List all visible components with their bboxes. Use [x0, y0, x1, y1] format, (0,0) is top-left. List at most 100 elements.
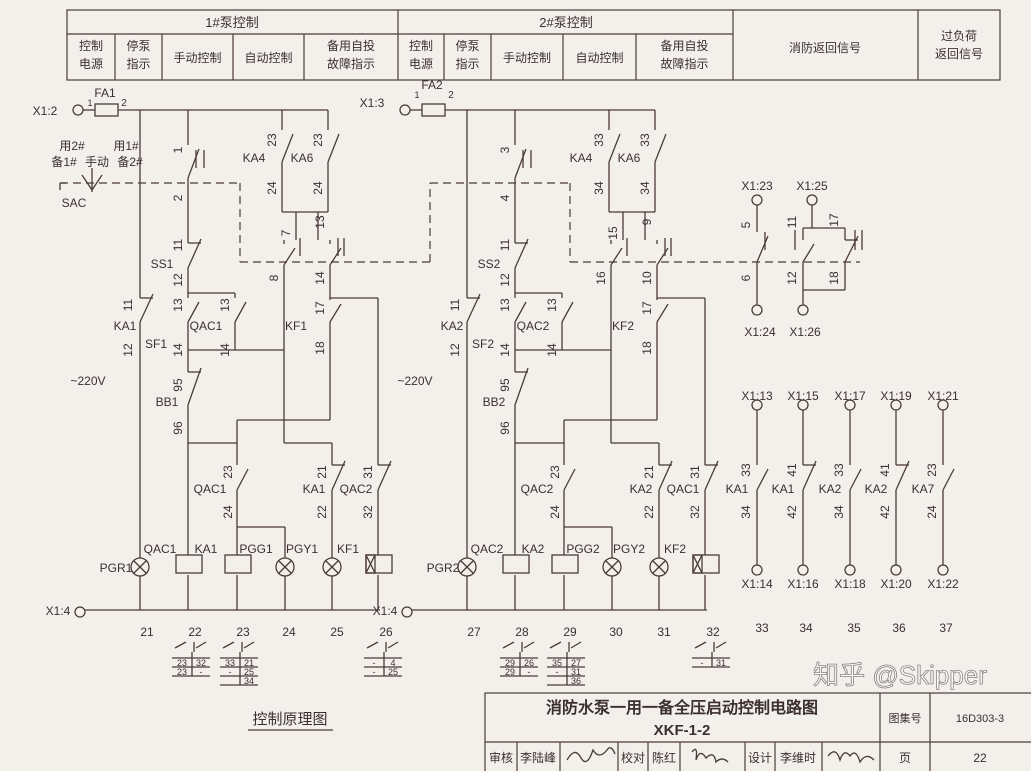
pump1-column-heading: 控制 — [79, 39, 103, 53]
pump2-label: 33 — [638, 133, 652, 147]
pump1-label: X1:2 — [33, 104, 58, 118]
cross-ref-cell: 4 — [390, 658, 395, 668]
signal-label: 34 — [739, 505, 753, 519]
signal-label: X1:19 — [880, 389, 912, 403]
cross-ref-cell: 31 — [571, 667, 581, 677]
pump1-label: 25 — [330, 625, 344, 639]
pump1-label: QAC1 — [144, 542, 177, 556]
signal-label: X1:23 — [741, 179, 773, 193]
pump2-label: 30 — [609, 625, 623, 639]
signal-label: X1:14 — [741, 577, 773, 591]
pump1-label: 21 — [315, 465, 329, 479]
pump2-label: BB2 — [483, 395, 506, 409]
pump2-label: 31 — [688, 465, 702, 479]
cross-ref-cell: 25 — [244, 667, 254, 677]
pump1-control-heading: 1#泵控制 — [205, 15, 258, 30]
atlas-number: 16D303-3 — [956, 713, 1004, 725]
pump2-label: QAC2 — [521, 482, 554, 496]
pump2-label: PGY2 — [613, 542, 645, 556]
pump1-label: 1 — [87, 98, 92, 108]
pump1-label: BB1 — [156, 395, 179, 409]
pump1-label: 11 — [171, 238, 185, 251]
pump1-label: 用2# — [59, 139, 85, 153]
cross-ref-cell: 33 — [225, 658, 235, 668]
overload-return-signal-heading-1: 过负荷 — [941, 29, 977, 43]
drawing-title: 消防水泵一用一备全压启动控制电路图 — [546, 698, 818, 717]
pump1-label: 23 — [236, 625, 250, 639]
pump1-label: 13 — [171, 298, 185, 312]
pump2-label: KA6 — [618, 151, 641, 165]
cross-ref-cell: - — [556, 667, 559, 677]
cross-ref-cell: - — [373, 658, 376, 668]
watermark: 知乎 @Skipper — [813, 660, 987, 690]
pump2-column-heading: 指示 — [455, 56, 479, 71]
signal-label: X1:25 — [796, 179, 828, 193]
pump1-label: 31 — [361, 465, 375, 479]
page-label: 页 — [899, 751, 911, 765]
checker-name: 陈红 — [652, 750, 676, 765]
pump1-label: SS1 — [151, 257, 174, 271]
pump1-label: 26 — [379, 625, 393, 639]
pump1-label: 24 — [282, 625, 296, 639]
drawing-number: XKF-1-2 — [654, 722, 711, 739]
pump2-label: 12 — [448, 343, 462, 357]
signal-label: 36 — [892, 621, 906, 635]
pump2-label: 95 — [498, 378, 512, 392]
pump2-label: 24 — [548, 505, 562, 519]
cross-ref-cell: 35 — [552, 658, 562, 668]
pump1-label: 32 — [361, 505, 375, 519]
pump2-label: X1:3 — [360, 96, 385, 110]
cross-ref-cell: 29 — [505, 658, 515, 668]
signal-label: 18 — [827, 271, 841, 285]
title-block: 消防水泵一用一备全压启动控制电路图 XKF-1-2 图集号 16D303-3 审… — [484, 692, 1031, 771]
cross-ref-cell: 27 — [571, 658, 581, 668]
pump2-label: KA4 — [570, 151, 593, 165]
pump1-label: QAC1 — [190, 319, 223, 333]
cross-ref-cell: 26 — [524, 658, 534, 668]
pump2-column-heading: 备用自投 — [660, 38, 708, 53]
pump1-label: SAC — [62, 196, 87, 210]
signal-label: KA2 — [819, 482, 842, 496]
selector-switch-linkage — [59, 168, 860, 263]
signal-label: 23 — [925, 463, 939, 477]
pump1-label: KA4 — [243, 151, 266, 165]
pump2-label: 15 — [606, 226, 620, 240]
signal-label: 17 — [827, 213, 841, 227]
pump1-column-heading: 备用自投 — [327, 38, 375, 53]
pump2-label: QAC2 — [471, 542, 504, 556]
pump1-label: 12 — [171, 273, 185, 287]
pump2-label: KF2 — [664, 542, 686, 556]
cross-ref-cell: - — [229, 667, 232, 677]
pump1-label: 7 — [279, 229, 293, 236]
cross-ref-cell: 29 — [505, 667, 515, 677]
pump1-label: 17 — [313, 301, 327, 315]
checker-signature — [691, 748, 729, 764]
reviewer-name: 李陆峰 — [520, 750, 556, 765]
header-sub-columns: 控制电源停泵指示手动控制自动控制备用自投故障指示控制电源停泵指示手动控制自动控制… — [79, 34, 709, 80]
signal-label: 12 — [785, 271, 799, 285]
pump2-label: 22 — [642, 505, 656, 519]
cross-ref-cell: 36 — [571, 676, 581, 686]
signal-label: KA1 — [726, 482, 749, 496]
cross-ref-cell: 34 — [244, 676, 254, 686]
reviewer-signature — [566, 747, 616, 763]
signal-label: 41 — [878, 463, 892, 477]
pump2-label: 12 — [498, 273, 512, 287]
pump1-label: 14 — [218, 343, 232, 357]
signal-label: X1:22 — [927, 577, 959, 591]
pump1-label: 24 — [311, 181, 325, 195]
pump2-label: 3 — [498, 146, 512, 153]
page-number: 22 — [973, 751, 987, 765]
pump2-label: 32 — [688, 505, 702, 519]
pump1-label: X1:4 — [46, 604, 71, 618]
pump1-label: 21 — [140, 625, 154, 639]
pump1-label: 14 — [171, 343, 185, 357]
pump2-label: 2 — [448, 90, 454, 101]
pump2-control-circuit — [399, 103, 720, 618]
pump1-label: KA1 — [195, 542, 218, 556]
pump1-label: 96 — [171, 421, 185, 435]
pump1-column-heading: 故障指示 — [327, 56, 375, 71]
signal-label: X1:20 — [880, 577, 912, 591]
